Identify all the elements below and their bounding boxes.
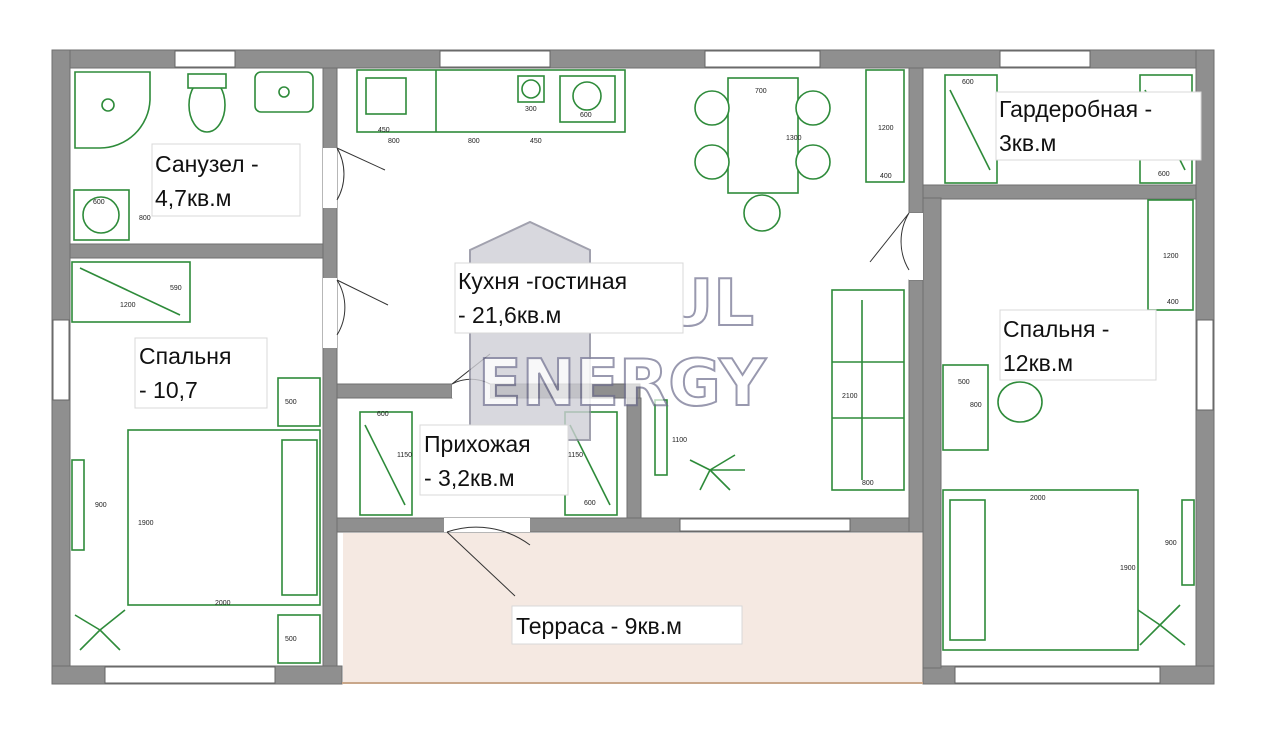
dim-label: 2000	[215, 600, 231, 607]
dim-label: 900	[95, 502, 107, 509]
bathroom-fixtures	[73, 71, 314, 241]
kitchen-fixtures	[356, 69, 905, 232]
right-bedroom-fixtures	[942, 199, 1195, 651]
dim-label: 400	[880, 173, 892, 180]
dim-label: 2100	[842, 393, 858, 400]
hallway-label-line1: Прихожая	[424, 431, 531, 457]
dim-label: 1100	[672, 437, 687, 444]
dim-label: 1200	[1163, 253, 1179, 260]
dim-label: 600	[584, 500, 596, 507]
dim-label: 600	[377, 411, 389, 418]
bedroom-left-label-line2: - 10,7	[139, 377, 198, 403]
wardrobe-label-line1: Гардеробная -	[999, 96, 1152, 122]
dim-label: 450	[378, 127, 390, 134]
wardrobe-label-line2: 3кв.м	[999, 130, 1056, 156]
dim-label: 1200	[878, 125, 894, 132]
dim-label: 1150	[397, 452, 412, 459]
bathroom-label-line2: 4,7кв.м	[155, 185, 231, 211]
dim-label: 600	[962, 79, 974, 86]
dim-label: 590	[170, 285, 182, 292]
dim-label: 600	[93, 199, 105, 206]
dim-label: 1300	[786, 135, 802, 142]
dim-label: 400	[1167, 299, 1179, 306]
bathroom-label-line1: Санузел -	[155, 151, 259, 177]
dim-label: 800	[970, 402, 982, 409]
bedroom-left-label-line1: Спальня	[139, 343, 231, 369]
left-bedroom-fixtures	[71, 261, 321, 664]
dim-label: 300	[525, 106, 537, 113]
dim-label: 600	[580, 112, 592, 119]
dim-label: 500	[285, 399, 297, 406]
dim-label: 800	[139, 215, 151, 222]
dim-label: 800	[468, 138, 480, 145]
dim-label: 1900	[138, 520, 154, 527]
kitchen-label-line1: Кухня -гостиная	[458, 268, 627, 294]
bedroom-right-label-line2: 12кв.м	[1003, 350, 1073, 376]
dim-label: 1150	[568, 452, 583, 459]
dim-label: 900	[1165, 540, 1177, 547]
windows	[52, 50, 1214, 684]
kitchen-label-line2: - 21,6кв.м	[458, 302, 561, 328]
hallway-label-line2: - 3,2кв.м	[424, 465, 515, 491]
dim-label: 800	[388, 138, 400, 145]
dim-label: 1200	[120, 302, 136, 309]
watermark-line2: ENERGY	[478, 347, 766, 421]
bedroom-right-label-line1: Спальня -	[1003, 316, 1109, 342]
dim-label: 600	[1158, 171, 1170, 178]
dim-label: 700	[755, 88, 767, 95]
room-labels: Санузел - 4,7кв.м Гардеробная - 3кв.м Ку…	[134, 91, 1202, 645]
living-fixtures	[654, 289, 905, 491]
terrace-label: Терраса - 9кв.м	[516, 613, 682, 639]
dim-label: 450	[530, 138, 542, 145]
dim-label: 1900	[1120, 565, 1136, 572]
dim-label: 2000	[1030, 495, 1046, 502]
dim-label: 500	[958, 379, 970, 386]
dim-label: 500	[285, 636, 297, 643]
dim-label: 800	[862, 480, 874, 487]
